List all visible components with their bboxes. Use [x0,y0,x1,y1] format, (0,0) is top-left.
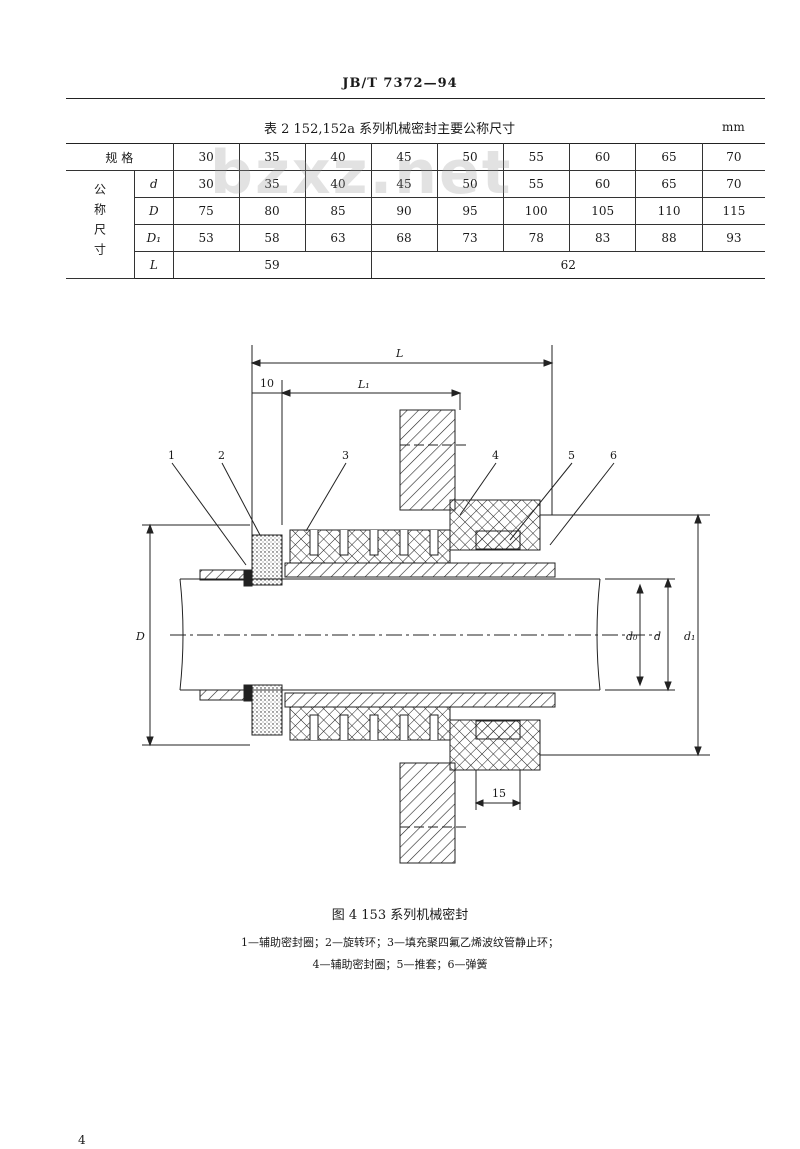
header-rule [66,98,765,99]
table-row-L: L 59 62 [66,251,765,279]
callout-2: 2 [218,449,225,462]
table-cell: 65 [635,170,703,198]
group-label: 公称尺寸 [66,170,135,279]
table-unit: mm [722,120,745,134]
dim-label-d: d [654,630,661,643]
table-cell: 78 [502,224,570,252]
callout-5: 5 [568,449,575,462]
table-cell: 62 [370,251,765,279]
callout-3: 3 [342,449,349,462]
callout-6: 6 [610,449,617,462]
table-cell: 65 [635,143,703,171]
table-cell: 93 [701,224,765,252]
document-code: JB/T 7372—94 [342,76,458,91]
spec-label: 规 格 [66,143,174,171]
dim-label-d0: d₀ [626,630,638,643]
table-cell: 35 [238,170,306,198]
table-cell: 68 [370,224,438,252]
table-cell: 115 [701,197,765,225]
table-caption: 表 2 152,152a 系列机械密封主要公称尺寸 [264,122,516,137]
figure-legend-line-1: 1—辅助密封圈；2—旋转环；3—填充聚四氟乙烯波纹管静止环； [241,936,559,949]
table-cell: 73 [436,224,504,252]
table-cell: 60 [568,170,637,198]
dim-label-L1: L₁ [357,378,370,391]
watermark: bzxz.net [210,138,513,208]
dim-label-D: D [135,630,145,643]
table-cell: 53 [172,224,240,252]
row-symbol: d [134,170,174,198]
seal-cross-section-drawing: L L₁ 10 15 D d₀ d d₁ 1 2 3 4 5 6 [135,345,710,864]
table-cell: 58 [238,224,306,252]
dim-label-15: 15 [492,787,506,800]
table-cell: 50 [436,170,504,198]
dimension-table: 规 格 30 35 40 45 50 55 60 65 70 公称尺寸 d 30… [66,143,765,279]
row-symbol: D₁ [134,224,174,252]
table-cell: 75 [172,197,240,225]
table-cell: 100 [502,197,570,225]
table-cell: 90 [370,197,438,225]
table-cell: 55 [502,143,570,171]
figure-legend-line-2: 4—辅助密封圈；5—推套；6—弹簧 [312,958,488,971]
row-symbol: L [134,251,174,279]
page-number: 4 [78,1133,86,1147]
table-cell: 83 [568,224,637,252]
table-cell: 60 [568,143,637,171]
figure-caption: 图 4 153 系列机械密封 [331,908,469,923]
table-cell: 63 [304,224,372,252]
table-cell: 110 [635,197,703,225]
table-cell: 88 [635,224,703,252]
row-symbol: D [134,197,174,225]
dim-label-10: 10 [260,377,274,390]
table-cell: 105 [568,197,637,225]
table-cell: 70 [701,170,765,198]
callout-1: 1 [168,449,175,462]
table-row-D: D 75 80 85 90 95 100 105 110 115 [66,197,765,225]
dim-label-L: L [395,347,403,360]
table-cell: 59 [172,251,372,279]
table-cell: 40 [304,170,372,198]
callout-4: 4 [492,449,499,462]
table-cell: 70 [701,143,765,171]
table-cell: 45 [370,170,438,198]
table-row-d: 公称尺寸 d 30 35 40 45 50 55 60 65 70 [66,170,765,279]
table-cell: 55 [502,170,570,198]
dim-label-d1: d₁ [684,630,695,643]
table-row-D1: D₁ 53 58 63 68 73 78 83 88 93 [66,224,765,252]
